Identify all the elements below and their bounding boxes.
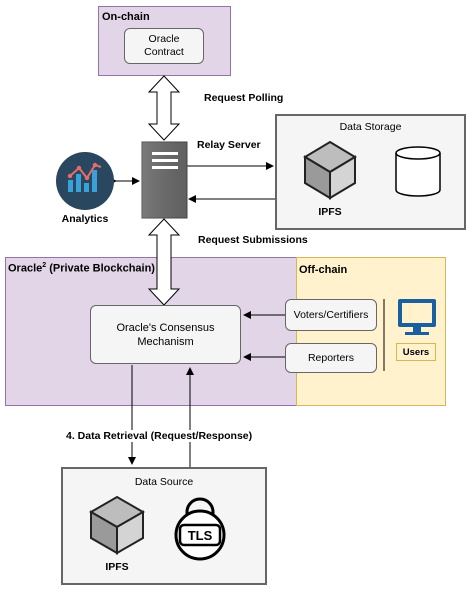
- analytics-label: Analytics: [61, 213, 109, 225]
- private-blockchain-title-sup: 2: [42, 262, 47, 269]
- request-polling-label: Request Polling: [204, 92, 284, 104]
- data-source-title: Data Source: [134, 476, 194, 488]
- ipfs-storage-icon: [303, 140, 357, 200]
- ipfs-source-icon: [88, 495, 146, 555]
- private-blockchain-title-suffix: (Private Blockchain): [46, 262, 155, 275]
- onchain-title: On-chain: [102, 11, 150, 23]
- offchain-title: Off-chain: [299, 264, 348, 276]
- database-icon: [395, 146, 441, 197]
- request-submissions-label: Request Submissions: [198, 234, 308, 246]
- data-retrieval-label: 4. Data Retrieval (Request/Response): [66, 430, 253, 442]
- analytics-icon: [56, 152, 114, 210]
- oracle-contract-box[interactable]: Oracle Contract: [124, 28, 204, 64]
- request-submissions-arrow: [147, 218, 181, 306]
- private-blockchain-title: Oracle2 (Private Blockchain): [8, 262, 155, 275]
- users-monitor-icon: [398, 299, 436, 335]
- voters-certifiers-box[interactable]: Voters/Certifiers: [285, 299, 377, 331]
- tls-text: TLS: [188, 528, 213, 543]
- relay-server-icon: [141, 141, 188, 219]
- consensus-mechanism-box[interactable]: Oracle's Consensus Mechanism: [90, 305, 241, 364]
- ipfs-source-label: IPFS: [105, 561, 129, 573]
- data-storage-title: Data Storage: [339, 121, 402, 133]
- private-blockchain-title-prefix: Oracle: [8, 262, 43, 275]
- request-polling-arrow: [147, 75, 181, 141]
- users-label-box: Users: [396, 343, 436, 361]
- tls-lock-icon: TLS: [174, 497, 226, 561]
- relay-server-label: Relay Server: [197, 139, 261, 151]
- reporters-box[interactable]: Reporters: [285, 343, 377, 373]
- ipfs-storage-label: IPFS: [318, 206, 342, 218]
